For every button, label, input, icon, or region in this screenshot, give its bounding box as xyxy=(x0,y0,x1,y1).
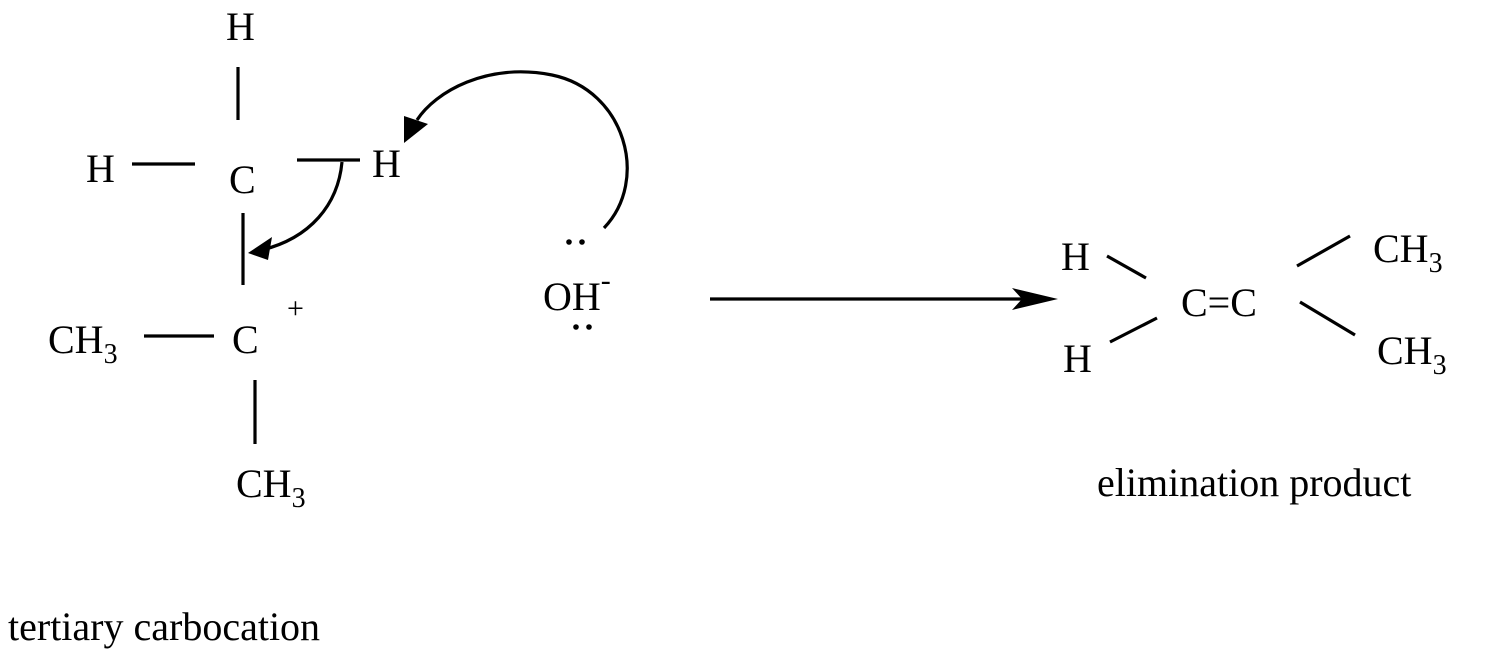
positive-charge: + xyxy=(287,292,304,325)
methyl-right-hydrogen: H xyxy=(372,141,401,186)
product-bottom-methyl-group: CH3 xyxy=(1377,328,1447,381)
arrowhead-hydroxide-to-hydrogen xyxy=(404,116,428,143)
left-methyl-group: CH3 xyxy=(48,317,118,370)
product-caption: elimination product xyxy=(1097,460,1411,505)
curved-arrow-bond-to-cation xyxy=(261,161,344,252)
product-top-methyl-group: CH3 xyxy=(1373,226,1443,279)
lone-pair-top-dot-2 xyxy=(579,239,585,245)
bond-product-ch3-top xyxy=(1296,234,1351,268)
hydroxide-ion: OH- xyxy=(543,264,611,319)
lone-pair-bottom-dot-2 xyxy=(586,324,592,330)
lone-pair-top-dot-1 xyxy=(566,239,572,245)
reactant-caption: tertiary carbocation xyxy=(8,604,320,649)
bond-product-h-bottom xyxy=(1109,316,1158,344)
product-top-hydrogen: H xyxy=(1061,234,1090,279)
curved-arrow-hydroxide-to-hydrogen xyxy=(415,70,629,230)
cation-carbon: C xyxy=(232,317,259,362)
methyl-left-hydrogen: H xyxy=(86,146,115,191)
methyl-carbon: C xyxy=(229,157,256,202)
methyl-top-hydrogen: H xyxy=(226,4,255,49)
product-bottom-hydrogen: H xyxy=(1063,336,1092,381)
arrowhead-bond-to-cation xyxy=(248,237,272,260)
bond-product-h-top xyxy=(1106,254,1147,280)
bond-product-ch3-bottom xyxy=(1299,300,1356,337)
lone-pair-bottom-dot-1 xyxy=(573,324,579,330)
reaction-arrowhead xyxy=(1012,288,1058,310)
product-double-bond: C=C xyxy=(1181,280,1257,325)
bottom-methyl-group: CH3 xyxy=(236,461,306,514)
